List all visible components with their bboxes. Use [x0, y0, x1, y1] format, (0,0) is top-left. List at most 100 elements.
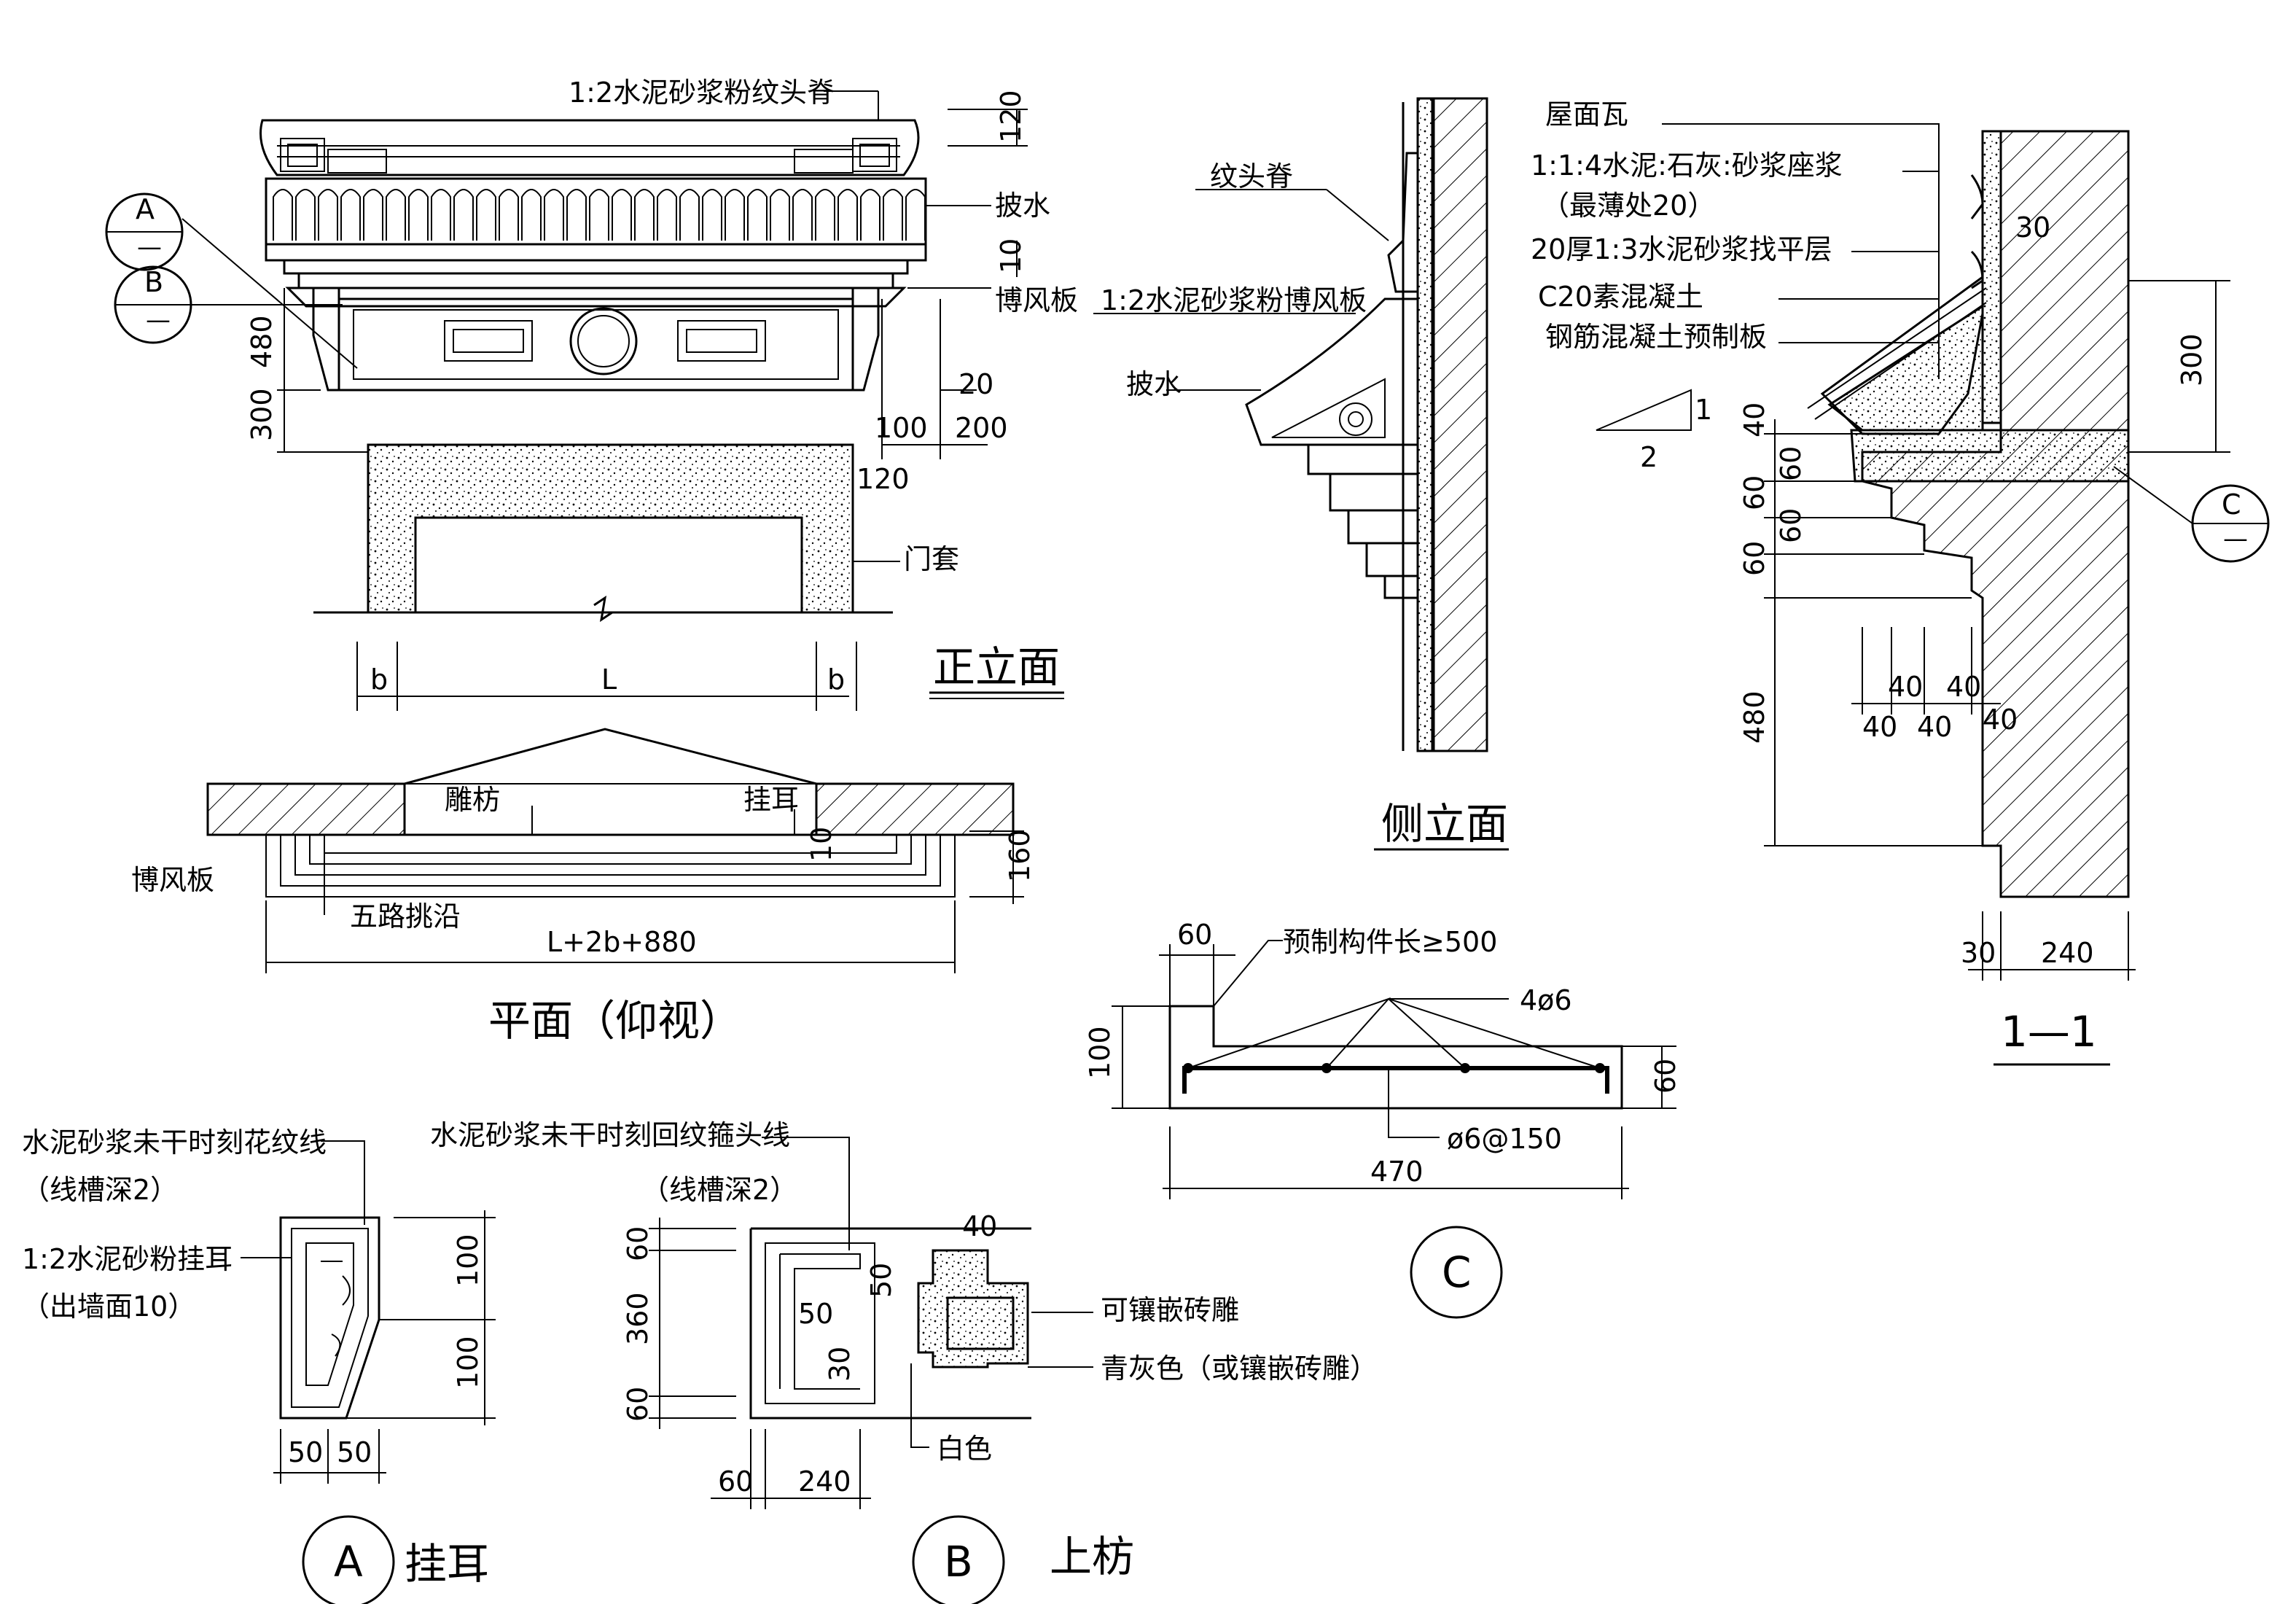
detail-c-dim-60-right: 60: [1649, 1059, 1682, 1094]
callout-a-label: A: [136, 193, 155, 225]
plan-ear-label: 挂耳: [743, 784, 799, 816]
side-elevation-title: 侧立面: [1381, 799, 1508, 849]
front-elevation: 1:2水泥砂浆粉纹头脊 披水 博风板 门套 120 10 20 100 200 …: [105, 77, 1078, 711]
section-dim-60c: 60: [1775, 508, 1807, 543]
dim-L: L: [601, 663, 617, 696]
dim-120-top: 120: [995, 90, 1027, 143]
section-dim-30-top: 30: [2015, 211, 2050, 244]
detail-c-length: 预制构件长≥500: [1283, 926, 1497, 958]
detail-c-dim-470: 470: [1370, 1156, 1424, 1188]
section-dim-300: 300: [2176, 333, 2208, 386]
detail-a: 水泥砂浆未干时刻花纹线 （线槽深2） 1:2水泥砂粉挂耳 （出墙面10） 100…: [22, 1126, 496, 1604]
plan-total-dim: L+2b+880: [547, 926, 697, 958]
slope-rise: 1: [1695, 394, 1712, 426]
section-dim-40e: 40: [1983, 704, 2018, 736]
side-drip-label: 披水: [1126, 368, 1182, 400]
plan-title: 平面（仰视）: [488, 996, 742, 1046]
board-label: 博风板: [995, 284, 1078, 316]
plan-dim-160: 160: [1004, 829, 1036, 882]
detail-a-note-3: 1:2水泥砂粉挂耳: [22, 1243, 233, 1275]
section-layer-3: （最薄处20）: [1542, 190, 1715, 222]
dim-20: 20: [958, 368, 993, 400]
detail-a-note-4: （出墙面10）: [22, 1290, 195, 1323]
detail-c-stirrup: ø6@150: [1447, 1123, 1562, 1155]
slope-run: 2: [1640, 441, 1657, 473]
front-elevation-title: 正立面: [933, 642, 1060, 692]
section-callout-c: C: [2222, 488, 2241, 521]
detail-b-grey: 青灰色（或镶嵌砖雕）: [1101, 1352, 1378, 1385]
dim-300: 300: [246, 388, 278, 441]
detail-b-name: 上枋: [1050, 1532, 1134, 1581]
section-dim-30-bot: 30: [1961, 937, 1996, 969]
detail-a-dim-50b: 50: [337, 1436, 372, 1468]
side-elevation: 纹头脊 1:2水泥砂浆粉博风板 披水 侧立面: [1093, 97, 1509, 851]
side-board-label: 1:2水泥砂浆粉博风板: [1101, 284, 1367, 316]
callout-b-label: B: [144, 266, 163, 298]
detail-a-name: 挂耳: [405, 1539, 489, 1589]
detail-b-brick: 可镶嵌砖雕: [1101, 1294, 1239, 1326]
ridge-label: 1:2水泥砂浆粉纹头脊: [569, 77, 835, 109]
section-dim-40: 40: [1738, 402, 1770, 437]
dim-10: 10: [995, 238, 1027, 273]
dim-100: 100: [875, 412, 928, 444]
detail-a-dim-50a: 50: [288, 1436, 323, 1468]
plan-dim-10: 10: [805, 827, 837, 862]
section-callout-c-sub: —: [2223, 524, 2248, 553]
detail-b-dim-60b: 60: [622, 1387, 654, 1422]
detail-a-label: A: [334, 1537, 363, 1587]
section-dim-40c: 40: [1862, 711, 1897, 743]
drip-label: 披水: [995, 190, 1050, 222]
section-dim-240: 240: [2041, 937, 2094, 969]
dim-b-right: b: [827, 663, 845, 696]
detail-b-dim-60a: 60: [622, 1226, 654, 1261]
detail-b-dim-60c: 60: [718, 1465, 753, 1498]
detail-b-dim-40: 40: [962, 1210, 997, 1242]
detail-b-note-1: 水泥砂浆未干时刻回纹箍头线: [430, 1119, 790, 1151]
detail-a-note-1: 水泥砂浆未干时刻花纹线: [22, 1126, 327, 1159]
door-frame-label: 门套: [904, 543, 959, 575]
detail-b: 水泥砂浆未干时刻回纹箍头线 （线槽深2） 可镶嵌砖雕 青灰色（或镶嵌砖雕） 白色…: [430, 1119, 1378, 1604]
detail-a-dim-100a: 100: [452, 1234, 484, 1287]
detail-b-white: 白色: [937, 1433, 992, 1465]
section-1-1: 屋面瓦 1:1:4水泥:石灰:砂浆座浆 （最薄处20） 20厚1:3水泥砂浆找平…: [1531, 98, 2270, 1066]
plan-eaves-label: 五路挑沿: [350, 900, 461, 933]
section-dim-480: 480: [1738, 690, 1770, 744]
plan-board-label: 博风板: [131, 864, 214, 896]
detail-a-note-2: （线槽深2）: [22, 1174, 178, 1206]
detail-c-rebar: 4ø6: [1520, 984, 1572, 1016]
detail-c: 4ø6 60 预制构件长≥500 100 60 ø6@150 470 C: [1084, 919, 1682, 1319]
section-layer-2: 1:1:4水泥:石灰:砂浆座浆: [1531, 149, 1843, 182]
section-dim-40a: 40: [1888, 671, 1923, 703]
section-layer-5: C20素混凝土: [1538, 281, 1703, 313]
detail-b-dim-50a: 50: [865, 1263, 897, 1298]
section-dim-40d: 40: [1917, 711, 1952, 743]
section-title: 1—1: [2001, 1007, 2097, 1056]
plan-beam-label: 雕枋: [445, 784, 500, 816]
dim-480: 480: [246, 315, 278, 368]
section-layer-4: 20厚1:3水泥砂浆找平层: [1531, 233, 1832, 265]
section-dim-60a: 60: [1775, 446, 1807, 481]
detail-b-label: B: [944, 1537, 973, 1587]
section-dim-60d: 60: [1738, 541, 1770, 576]
detail-b-dim-30: 30: [824, 1347, 856, 1382]
detail-c-dim-60: 60: [1177, 919, 1212, 951]
detail-b-dim-50b: 50: [798, 1298, 833, 1330]
section-dim-60b: 60: [1738, 475, 1770, 510]
section-layer-6: 钢筋混凝土预制板: [1545, 321, 1767, 353]
detail-b-note-2: （线槽深2）: [641, 1174, 797, 1206]
side-ridge-label: 纹头脊: [1210, 160, 1293, 192]
plan-view: 雕枋 挂耳 博风板 五路挑沿 L+2b+880 160 10 平面（仰视）: [131, 728, 1036, 1046]
detail-a-dim-100b: 100: [452, 1336, 484, 1389]
section-layer-1: 屋面瓦: [1545, 98, 1628, 131]
dim-120-door: 120: [856, 463, 910, 495]
dim-b-left: b: [370, 663, 388, 696]
detail-b-dim-360: 360: [622, 1292, 654, 1345]
detail-b-dim-240: 240: [798, 1465, 851, 1498]
section-dim-40b: 40: [1946, 671, 1981, 703]
dim-200: 200: [955, 412, 1008, 444]
detail-c-label: C: [1442, 1247, 1472, 1297]
callout-b-sub: —: [146, 305, 171, 335]
detail-c-dim-100: 100: [1084, 1026, 1116, 1079]
callout-a-sub: —: [137, 233, 162, 262]
